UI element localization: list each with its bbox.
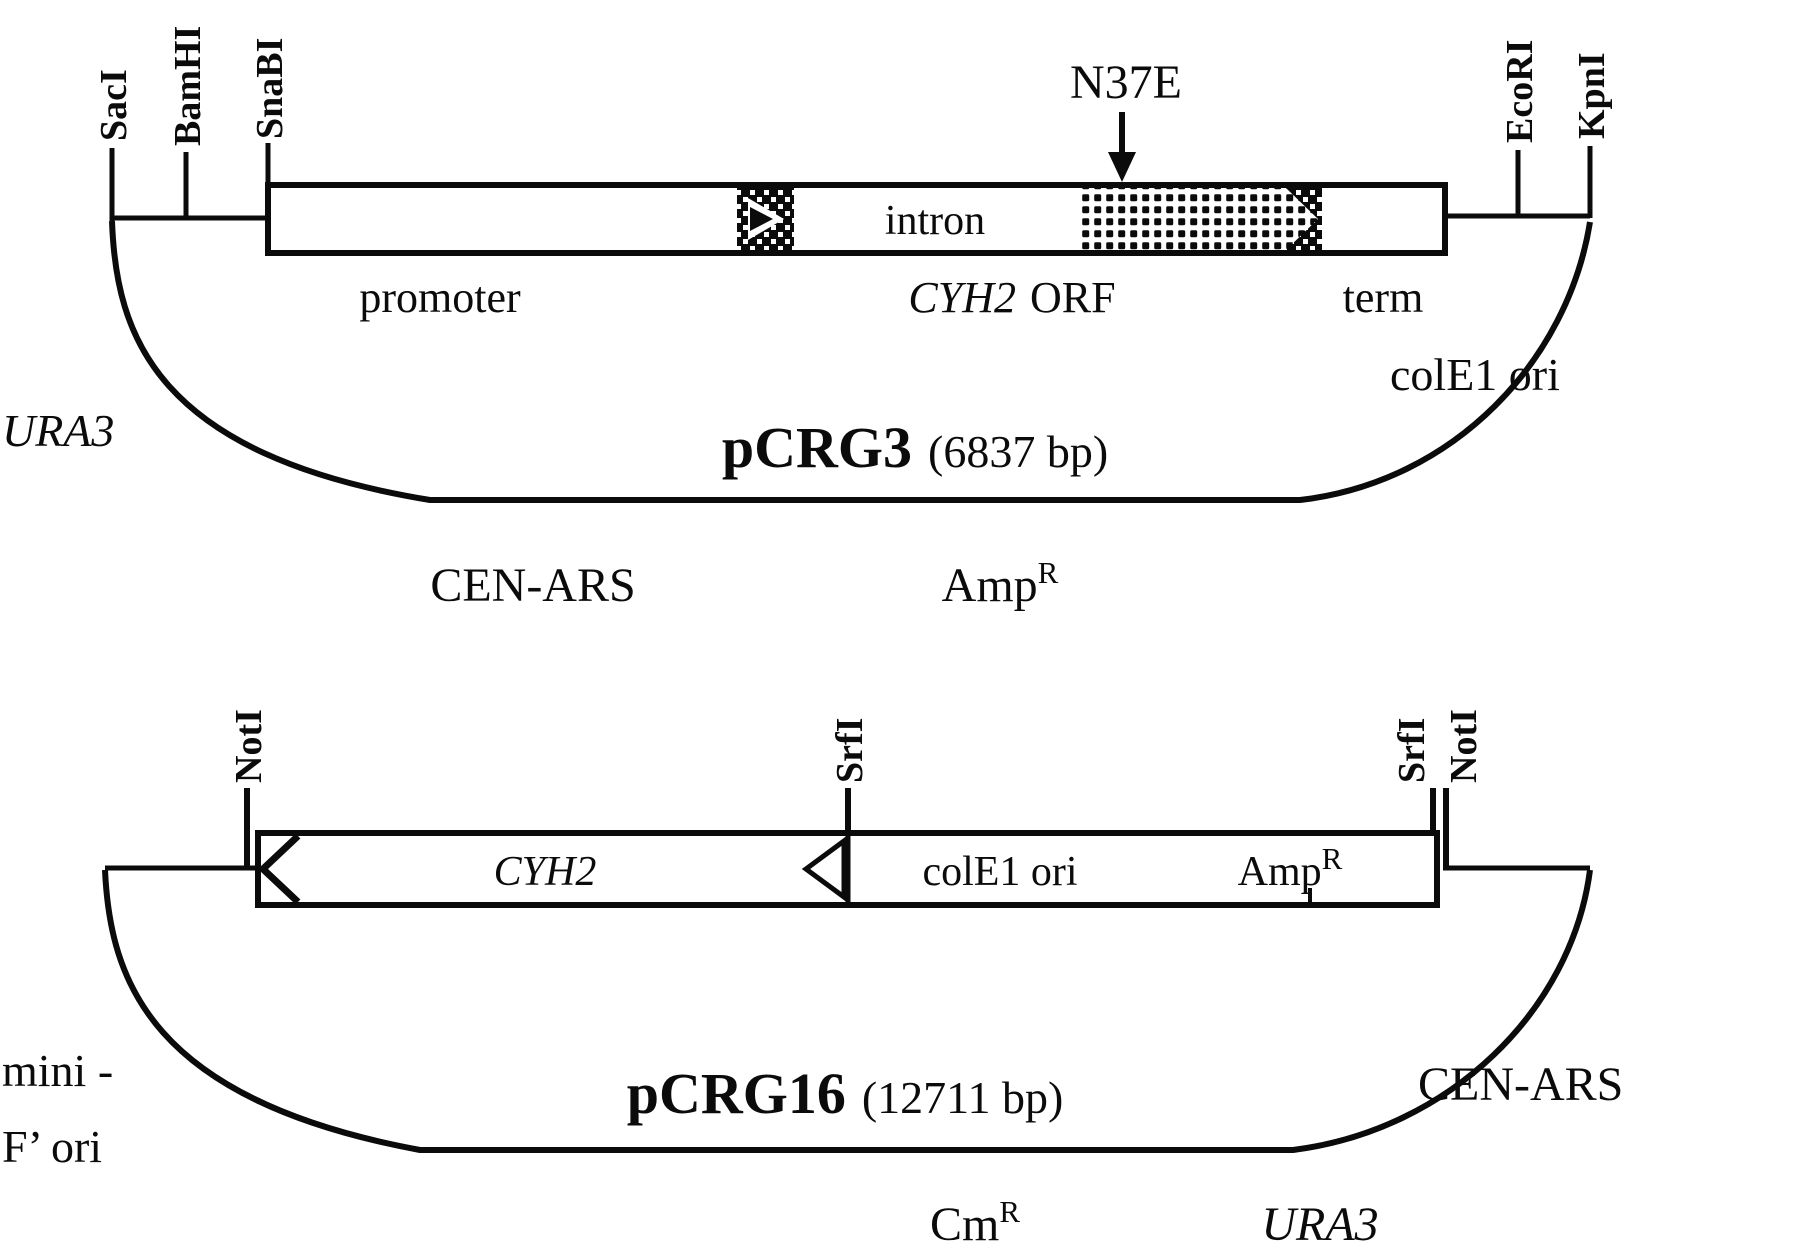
snaBI-site-label: SnaBI [249,38,291,139]
srfI-mid-site-label: SrfI [829,718,871,783]
mini-f-ori-label-line2: F’ ori [2,1121,102,1172]
pcrg3-map: SacI BamHI SnaBI intron N37E EcoRI KpnI … [2,26,1613,612]
pcrg16-amp-label: AmpR [1238,841,1343,895]
intron-region-label: intron [885,198,985,244]
pcrg3-title: pCRG3(6837 bp) [722,415,1108,480]
pcrg16-cole1-label: colE1 ori [922,849,1077,895]
pcrg3-ura3-label: URA3 [2,405,114,456]
pcrg16-title: pCRG16(12711 bp) [627,1061,1064,1126]
promoter-region-label: promoter [359,273,521,322]
notI-left-site-label: NotI [228,709,270,783]
pcrg16-map: NotI CYH2 SrfI colE1 ori AmpR SrfI NotI … [2,709,1623,1248]
exon1-direction-arrow-inner [750,207,773,231]
sacI-site-label: SacI [93,69,135,141]
srfI-right-site-label: SrfI [1391,718,1433,783]
pcrg16-cen-ars-label: CEN-ARS [1418,1058,1623,1111]
pcrg16-cyh2-label: CYH2 [494,849,597,895]
pcrg3-plasmid-loop [109,220,1593,503]
cyh2-orf-segment [1082,188,1288,250]
term-region-label: term [1343,273,1424,322]
ecoRI-site-label: EcoRI [1499,40,1541,143]
n37e-arrow-head [1108,152,1136,182]
pcrg16-ura3-label: URA3 [1261,1198,1378,1248]
pcrg3-amp-label: AmpR [942,555,1059,612]
kpnI-site-label: KpnI [1571,52,1613,139]
pcrg16-plasmid-loop [102,869,1593,1153]
orf-arrowhead-tip [1286,188,1318,250]
pcrg3-cole1-label: colE1 ori [1390,349,1560,400]
n37e-mutation-label: N37E [1070,56,1182,109]
mid-left-arrowhead [801,836,847,902]
pcrg16-cm-label: CmR [930,1194,1020,1248]
pcrg3-cen-ars-label: CEN-ARS [430,559,635,612]
bamHI-site-label: BamHI [167,26,209,146]
notI-right-site-label: NotI [1443,709,1485,783]
cyh2-left-arrow-notch [257,833,301,905]
mini-f-ori-label-line1: mini - [2,1045,113,1096]
